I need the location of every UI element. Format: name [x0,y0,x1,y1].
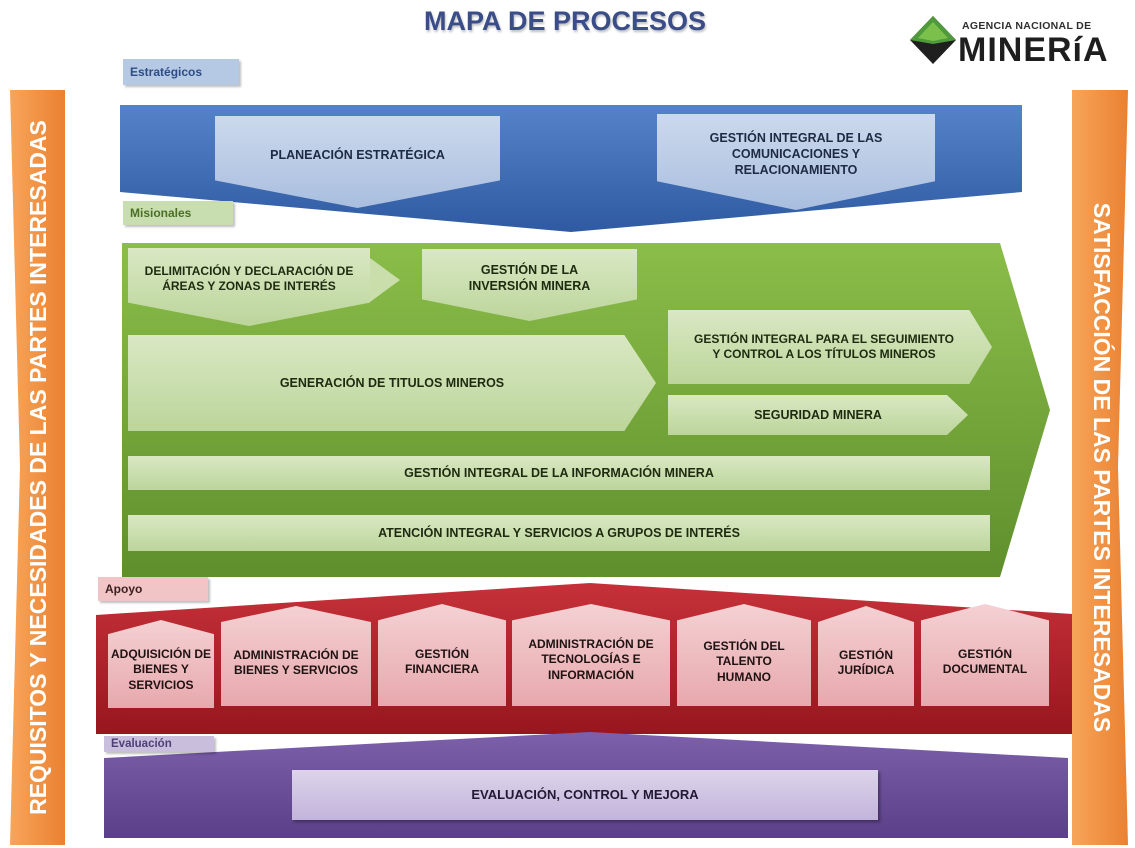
process-evaluacion-control[interactable]: EVALUACIÓN, CONTROL Y MEJORA [292,770,878,820]
process-gestion-juridica[interactable]: GESTIÓN JURÍDICA [818,606,914,706]
process-label: GESTIÓN DE LA INVERSIÓN MINERA [468,263,591,293]
process-label: DELIMITACIÓN Y DECLARACIÓN DE ÁREAS Y ZO… [144,264,354,293]
process-seguimiento-titulos[interactable]: GESTIÓN INTEGRAL PARA EL SEGUIMIENTO Y C… [668,310,992,384]
process-label: GESTIÓN FINANCIERA [405,646,479,676]
process-gestion-documental[interactable]: GESTIÓN DOCUMENTAL [921,604,1049,706]
logo-subtitle: AGENCIA NACIONAL DE [962,20,1092,32]
requirements-label: REQUISITOS Y NECESIDADES DE LAS PARTES I… [24,120,51,815]
green-diamond-logo-icon [910,16,956,64]
section-tag-misionales: Misionales [123,201,233,225]
process-label: PLANEACIÓN ESTRATÉGICA [270,148,445,162]
process-label: EVALUACIÓN, CONTROL Y MEJORA [471,786,699,802]
agency-logo: AGENCIA NACIONAL DE MINERíA [910,16,1125,76]
process-seguridad-minera[interactable]: SEGURIDAD MINERA [668,395,968,435]
section-tag-evaluacion: Evaluación [104,736,214,752]
process-administracion-bienes[interactable]: ADMINISTRACIÓN DE BIENES Y SERVICIOS [221,606,371,706]
process-label: GESTIÓN JURÍDICA [837,647,895,677]
process-gestion-financiera[interactable]: GESTIÓN FINANCIERA [378,604,506,706]
process-label: ATENCIÓN INTEGRAL Y SERVICIOS A GRUPOS D… [378,526,740,540]
process-label: GESTIÓN INTEGRAL DE LAS COMUNICACIONES Y… [709,131,883,177]
process-label: GESTIÓN INTEGRAL PARA EL SEGUIMIENTO Y C… [693,332,955,361]
process-generacion-titulos[interactable]: GENERACIÓN DE TITULOS MINEROS [128,335,656,431]
left-input-arrow [10,90,65,845]
arrow-right-icon [370,258,400,302]
process-label: SEGURIDAD MINERA [754,408,882,422]
process-label: GESTIÓN DOCUMENTAL [942,646,1028,676]
page-title: MAPA DE PROCESOS [423,6,707,36]
process-administracion-tecnologias[interactable]: ADMINISTRACIÓN DE TECNOLOGÍAS E INFORMAC… [512,604,670,706]
section-tag-estrategicos: Estratégicos [123,59,239,85]
process-label: GESTIÓN INTEGRAL DE LA INFORMACIÓN MINER… [404,466,714,480]
process-talento-humano[interactable]: GESTIÓN DEL TALENTO HUMANO [677,604,811,706]
process-label: GENERACIÓN DE TITULOS MINEROS [279,376,505,390]
process-label: ADQUISICIÓN DE BIENES Y SERVICIOS [110,646,211,692]
satisfaction-label: SATISFACCIÓN DE LAS PARTES INTERESADAS [1089,202,1116,733]
process-label: ADMINISTRACIÓN DE BIENES Y SERVICIOS [233,647,359,677]
process-adquisicion-bienes[interactable]: ADQUISICIÓN DE BIENES Y SERVICIOS [108,620,214,708]
process-atencion-integral[interactable]: ATENCIÓN INTEGRAL Y SERVICIOS A GRUPOS D… [128,515,990,551]
section-tag-apoyo: Apoyo [98,577,208,601]
process-label: GESTIÓN DEL TALENTO HUMANO [703,638,785,684]
right-output-arrow [1072,90,1128,845]
process-label: ADMINISTRACIÓN DE TECNOLOGÍAS E INFORMAC… [528,636,654,682]
process-informacion-minera[interactable]: GESTIÓN INTEGRAL DE LA INFORMACIÓN MINER… [128,456,990,490]
logo-wordmark: MINERíA [958,31,1109,69]
